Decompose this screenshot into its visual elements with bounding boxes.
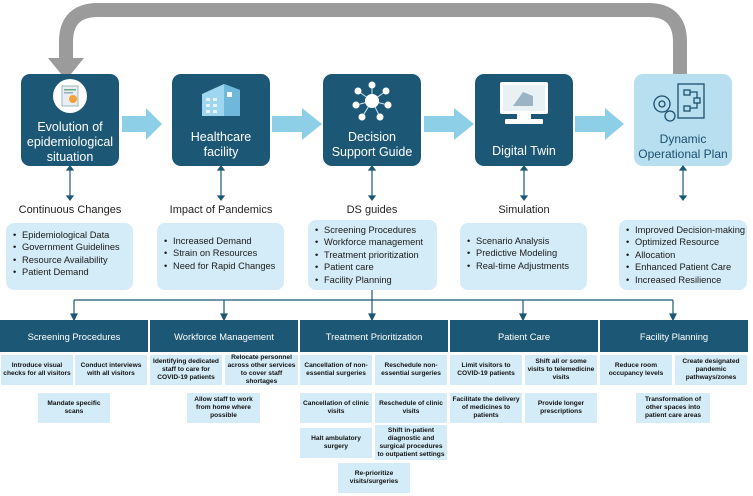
list-item: Resource Availability xyxy=(13,254,129,267)
sub-item: Create designated pandemic pathways/zone… xyxy=(675,355,747,385)
flow-arrow xyxy=(575,108,624,140)
list-item: Epidemiological Data xyxy=(13,229,129,242)
sub-item: Cancellation of clinic visits xyxy=(300,393,372,423)
sub-item: Facilitate the delivery of medicines to … xyxy=(450,393,522,423)
category-header-screening: Screening Procedures xyxy=(0,320,148,352)
list-item: Enhanced Patient Care xyxy=(626,261,743,274)
stage-title: Evolution of epidemiological situation xyxy=(26,120,114,164)
sub-item: Shift all or some visits to telemedicine… xyxy=(525,355,597,385)
list-item: Facility Planning xyxy=(315,274,433,287)
stage-title: Healthcare facility xyxy=(190,130,252,159)
list-item: Increased Resilience xyxy=(626,274,743,287)
list-item: Real-time Adjustments xyxy=(467,260,583,273)
stage-title: Decision Support Guide xyxy=(331,130,413,159)
flow-arrow xyxy=(424,108,474,140)
list-item: Improved Decision-making xyxy=(626,224,745,237)
stage-card-decision-support: Decision Support Guide xyxy=(323,74,421,166)
stage-card-epidemiology: Evolution of epidemiological situation xyxy=(21,74,119,166)
section-title: DS guides xyxy=(346,204,398,216)
flow-arrows xyxy=(122,108,624,140)
category-header-patient-care: Patient Care xyxy=(450,320,598,352)
flow-arrow xyxy=(122,108,162,140)
sub-item: Halt ambulatory surgery xyxy=(300,428,372,458)
outcomes-list: Improved Decision-making Optimized Resou… xyxy=(619,220,747,290)
sub-item: Allow staff to work from home where poss… xyxy=(187,393,260,423)
feedback-loop-arrow xyxy=(48,3,687,80)
list-item: Screening Procedures xyxy=(315,224,433,237)
section-title: Simulation xyxy=(498,204,550,216)
list-item: Allocation xyxy=(626,249,743,262)
sub-item: Re-prioritize visits/surgeries xyxy=(338,463,410,493)
category-header-facility: Facility Planning xyxy=(600,320,748,352)
report-icon xyxy=(53,79,87,113)
hospital-icon xyxy=(202,84,240,116)
category-header-workforce: Workforce Management xyxy=(150,320,298,352)
monitor-icon xyxy=(500,82,548,124)
sub-item: Cancellation of non-essential surgeries xyxy=(300,355,372,385)
list-item: Optimized Resource xyxy=(626,236,743,249)
list-item: Government Guidelines xyxy=(13,241,129,254)
sub-item: Shift in-patient diagnostic and surgical… xyxy=(375,425,447,460)
impact-of-pandemics-list: Increased Demand Strain on Resources Nee… xyxy=(157,223,284,290)
stage-title: Dynamic Operational Plan xyxy=(638,132,728,161)
list-item: Scenario Analysis xyxy=(467,235,583,248)
list-item: Treatment prioritization xyxy=(315,249,433,262)
list-item: Workforce management xyxy=(315,236,433,249)
list-item: Strain on Resources xyxy=(164,247,280,260)
sub-item: Mandate specific scans xyxy=(38,393,110,423)
sub-item: Relocate personnel across other services… xyxy=(225,354,298,385)
sub-item: Reschedule of clinic visits xyxy=(375,393,447,423)
section-title: Impact of Pandemics xyxy=(169,204,273,216)
list-item: Patient care xyxy=(315,261,433,274)
section-title: Continuous Changes xyxy=(18,204,122,216)
continuous-changes-list: Epidemiological Data Government Guidelin… xyxy=(6,223,133,290)
list-item: Predictive Modeling xyxy=(467,247,583,260)
simulation-list: Scenario Analysis Predictive Modeling Re… xyxy=(460,223,587,290)
plan-gears-icon xyxy=(653,83,705,122)
stage-card-healthcare-facility: Healthcare facility xyxy=(172,74,270,166)
sub-item: Reduce room occupancy levels xyxy=(600,355,672,385)
card-section-connectors xyxy=(65,165,688,201)
sub-item: Introduce visual checks for all visitors xyxy=(1,355,73,385)
sub-item: Limit visitors to COVID-19 patients xyxy=(450,355,522,385)
sub-item: Identifying dedicated staff to care for … xyxy=(150,355,222,385)
list-item: Need for Rapid Changes xyxy=(164,260,280,273)
sub-item: Reschedule non-essential surgeries xyxy=(375,355,447,385)
flow-arrow xyxy=(272,108,322,140)
network-icon xyxy=(352,81,392,121)
stage-card-digital-twin: Digital Twin xyxy=(475,74,573,166)
sub-item: Transformation of other spaces into pati… xyxy=(636,393,710,423)
list-item: Patient Demand xyxy=(13,266,129,279)
list-item: Increased Demand xyxy=(164,235,280,248)
category-header-treatment: Treatment Prioritization xyxy=(300,320,448,352)
ds-guides-list: Screening Procedures Workforce managemen… xyxy=(308,220,437,290)
sub-item: Conduct interviews with all visitors xyxy=(75,355,147,385)
stage-card-operational-plan: Dynamic Operational Plan xyxy=(634,74,732,166)
category-tree-connector xyxy=(70,290,677,322)
sub-item: Provide longer prescriptions xyxy=(525,393,597,423)
stage-title: Digital Twin xyxy=(492,144,556,158)
